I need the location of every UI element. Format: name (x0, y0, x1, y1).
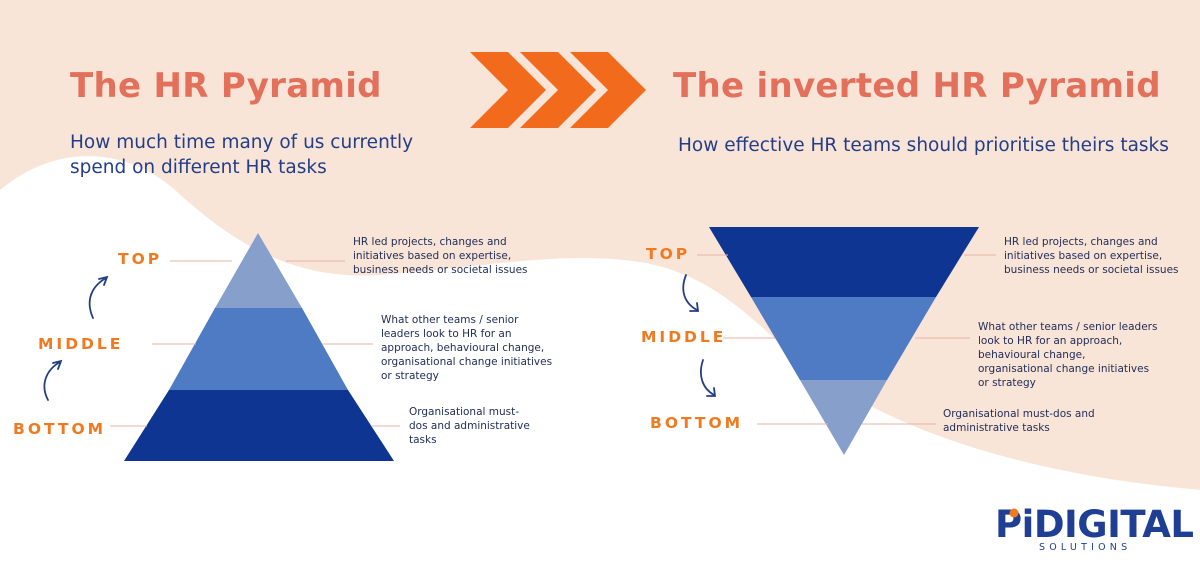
right-title: The inverted HR Pyramid (673, 66, 1161, 106)
pyramid-tier-top (215, 233, 302, 308)
pyramid-tier-bottom (124, 390, 394, 461)
logo-wordmark: PiDIGITAL (995, 505, 1194, 545)
company-logo: PiDIGITAL SOLUTIONS (995, 505, 1194, 554)
right-level-bottom: BOTTOM (650, 414, 744, 432)
left-desc-bottom: Organisational must-dos and administrati… (409, 406, 530, 446)
inverted-connector-lines (697, 254, 996, 425)
left-desc-middle: What other teams / senior leaders look t… (381, 314, 553, 382)
logo-solutions: SOLUTIONS (1039, 542, 1132, 553)
triple-chevron-right-icon (470, 52, 646, 128)
inverted-tier-middle (751, 297, 936, 380)
right-desc-top: HR led projects, changes and initiatives… (1004, 236, 1179, 276)
left-desc-top: HR led projects, changes and initiatives… (353, 236, 528, 276)
inverted-tier-top (709, 227, 979, 297)
curved-arrow-down-icon (682, 274, 717, 397)
left-title: The HR Pyramid (70, 66, 382, 106)
inverted-tier-bottom (800, 380, 887, 455)
logo-dot-icon (1009, 508, 1019, 518)
right-level-top: TOP (646, 245, 691, 263)
pyramid-tier-middle (169, 308, 348, 390)
right-level-middle: MIDDLE (641, 328, 727, 346)
left-level-middle: MIDDLE (38, 335, 124, 353)
right-desc-bottom: Organisational must-dos and administrati… (943, 408, 1095, 434)
white-wave (0, 156, 1200, 563)
hr-pyramid (124, 233, 394, 461)
left-level-top: TOP (118, 250, 163, 268)
left-level-bottom: BOTTOM (13, 420, 107, 438)
left-subtitle: How much time many of us currently spend… (70, 132, 414, 178)
curved-arrow-up-icon (43, 275, 109, 401)
right-subtitle: How effective HR teams should prioritise… (678, 135, 1169, 156)
logo-digital: DIGITAL (1033, 503, 1194, 546)
pyramid-connector-lines (110, 260, 400, 427)
inverted-hr-pyramid (709, 227, 979, 455)
right-desc-middle: What other teams / senior leaders look t… (978, 321, 1158, 389)
